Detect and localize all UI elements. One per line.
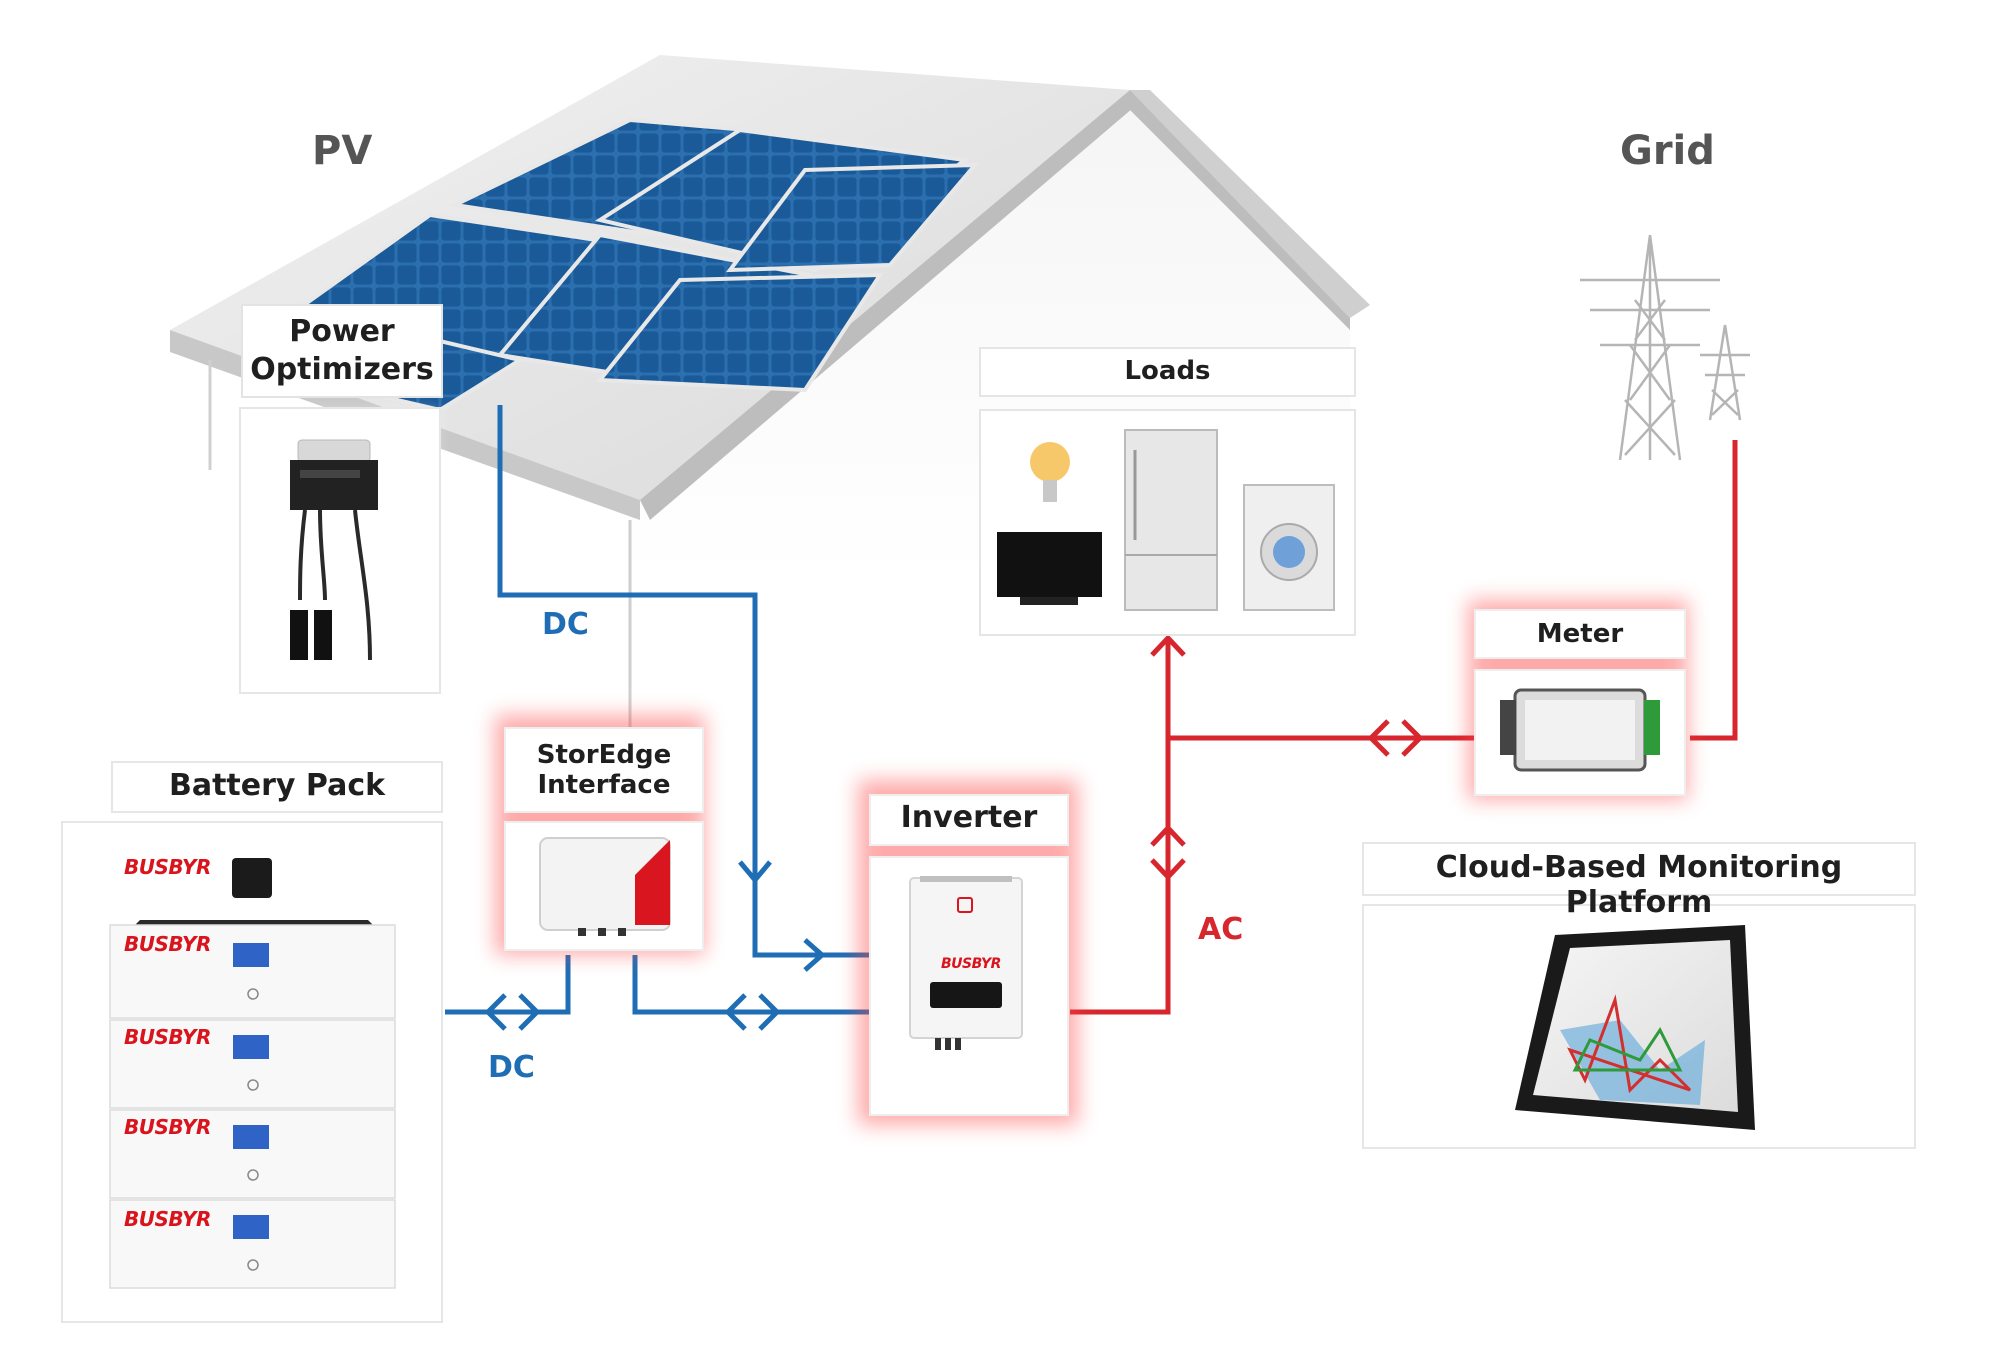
tablet-icon: [1515, 925, 1755, 1130]
ac-label: AC: [1198, 912, 1244, 947]
loads-label: Loads: [1124, 356, 1211, 386]
battery-brand-logo-5: BUSBYR: [124, 1207, 211, 1231]
dc-label-top: DC: [542, 607, 589, 642]
battery-brand-logo-4: BUSBYR: [124, 1115, 211, 1139]
washing-machine-icon: [1243, 484, 1335, 611]
ac-arrow-icon: [1150, 634, 1424, 881]
cloud-monitoring-card: [1362, 842, 1916, 1149]
light-bulb-icon: [1030, 442, 1070, 502]
inverter-label: Inverter: [900, 800, 1038, 835]
meter-card: [1468, 600, 1688, 800]
battery-brand-logo-1: BUSBYR: [124, 855, 211, 879]
television-icon: [997, 532, 1102, 605]
storedge-interface-label: StorEdge Interface: [505, 740, 703, 800]
power-optimizers-label-line1: Power: [289, 314, 395, 349]
inverter-brand-logo: BUSBYR: [941, 956, 1001, 972]
dc-arrow-icon: [484, 860, 826, 1031]
meter-label: Meter: [1536, 619, 1624, 649]
storedge-label-line1: StorEdge: [536, 740, 672, 770]
dc-label-bottom: DC: [488, 1050, 535, 1085]
battery-brand-logo-2: BUSBYR: [124, 932, 211, 956]
power-tower-icon: [1580, 234, 1750, 461]
battery-brand-logo-3: BUSBYR: [124, 1025, 211, 1049]
power-optimizers-label-line2: Optimizers: [250, 352, 434, 387]
optimizer-device-icon: [290, 439, 378, 661]
storedge-interface-card: [495, 715, 705, 955]
ac-wire: [1070, 440, 1738, 1015]
storedge-device-icon: [539, 837, 671, 936]
loads-card: [979, 347, 1356, 636]
power-optimizers-label: Power Optimizers: [242, 313, 442, 389]
meter-device-icon: [1500, 688, 1660, 772]
inverter-card: [858, 780, 1078, 1125]
grid-section-label: Grid: [1620, 128, 1715, 174]
refrigerator-icon: [1124, 429, 1218, 611]
pv-section-label: PV: [312, 128, 373, 174]
cloud-monitoring-label: Cloud-Based Monitoring Platform: [1435, 850, 1843, 920]
storedge-label-line2: Interface: [537, 770, 671, 800]
inverter-device-icon: [909, 876, 1023, 1050]
power-optimizers-card: [239, 304, 443, 694]
battery-screen-icon: [233, 943, 269, 1239]
battery-pack-card: [61, 761, 443, 1323]
battery-pack-label: Battery Pack: [168, 768, 386, 803]
